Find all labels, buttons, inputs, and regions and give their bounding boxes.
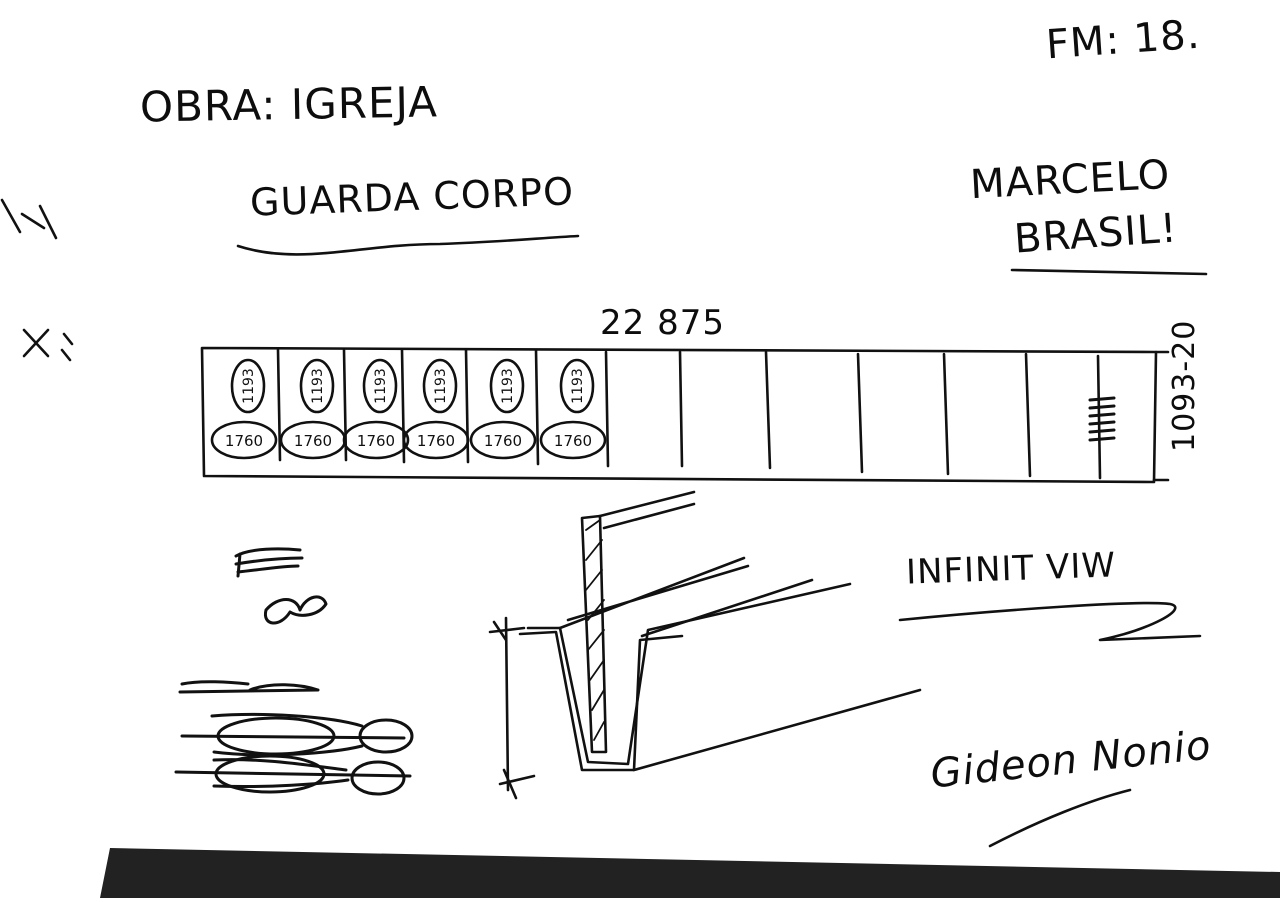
client-name-line2: BRASIL! bbox=[1012, 205, 1179, 263]
signature-underline bbox=[988, 788, 1132, 848]
panel-top-oval bbox=[362, 358, 398, 414]
panel-top-value: 1193 bbox=[570, 368, 586, 404]
panel-bottom-value: 1760 bbox=[357, 432, 395, 450]
panel-bottom-value: 1760 bbox=[554, 432, 592, 450]
panel-top-value: 1193 bbox=[310, 368, 326, 404]
project-title: OBRA: IGREJA bbox=[139, 77, 439, 132]
panel-top-oval bbox=[489, 358, 525, 414]
panel-top-value: 1193 bbox=[500, 368, 516, 404]
calculation-scribbles bbox=[174, 547, 414, 796]
crossed-out-value bbox=[1088, 396, 1116, 442]
panel-top-value: 1193 bbox=[373, 368, 389, 404]
panel-bottom-value: 1760 bbox=[417, 432, 455, 450]
panel-top-oval bbox=[422, 358, 458, 414]
panel-bottom-oval bbox=[342, 420, 410, 460]
panel-top-oval bbox=[230, 358, 266, 414]
panel-label-6: 1193 1760 bbox=[539, 358, 607, 460]
panel-bottom-value: 1760 bbox=[484, 432, 522, 450]
railing-plan bbox=[200, 346, 1170, 484]
client-name-line1: MARCELO bbox=[968, 151, 1172, 209]
panel-bottom-value: 1760 bbox=[225, 432, 263, 450]
paper-bottom-edge bbox=[100, 848, 1280, 898]
panel-top-value: 1193 bbox=[433, 368, 449, 404]
panel-top-oval bbox=[299, 358, 335, 414]
left-edge-marks bbox=[0, 198, 74, 362]
detail-label-underline bbox=[898, 601, 1202, 642]
client-underline bbox=[1010, 268, 1208, 276]
height-dimension: 1093-20 bbox=[1167, 319, 1202, 452]
panel-bottom-oval bbox=[469, 420, 537, 460]
reference-code: FM: 18. bbox=[1044, 11, 1202, 69]
project-subtitle: GUARDA CORPO bbox=[249, 169, 575, 225]
panel-label-3: 1193 1760 bbox=[342, 358, 410, 460]
panel-label-1: 1193 1760 bbox=[210, 358, 278, 460]
total-width-dimension: 22 875 bbox=[600, 303, 725, 343]
detail-label: INFINIT VIW bbox=[905, 545, 1117, 593]
panel-label-2: 1193 1760 bbox=[279, 358, 347, 460]
channel-profile-detail bbox=[488, 490, 922, 800]
panel-labels: 1193 1760 1193 1760 1193 1760 1193 1760 1193 1760… bbox=[210, 358, 607, 460]
panel-bottom-oval bbox=[402, 420, 470, 460]
panel-dividers bbox=[276, 348, 1102, 480]
subtitle-underline bbox=[236, 234, 580, 256]
panel-top-oval bbox=[559, 358, 595, 414]
panel-bottom-oval bbox=[539, 420, 607, 460]
panel-label-4: 1193 1760 bbox=[402, 358, 470, 460]
panel-bottom-value: 1760 bbox=[294, 432, 332, 450]
panel-top-value: 1193 bbox=[241, 368, 257, 404]
panel-label-5: 1193 1760 bbox=[469, 358, 537, 460]
height-dimension-line bbox=[1152, 350, 1170, 482]
panel-bottom-oval bbox=[210, 420, 278, 460]
